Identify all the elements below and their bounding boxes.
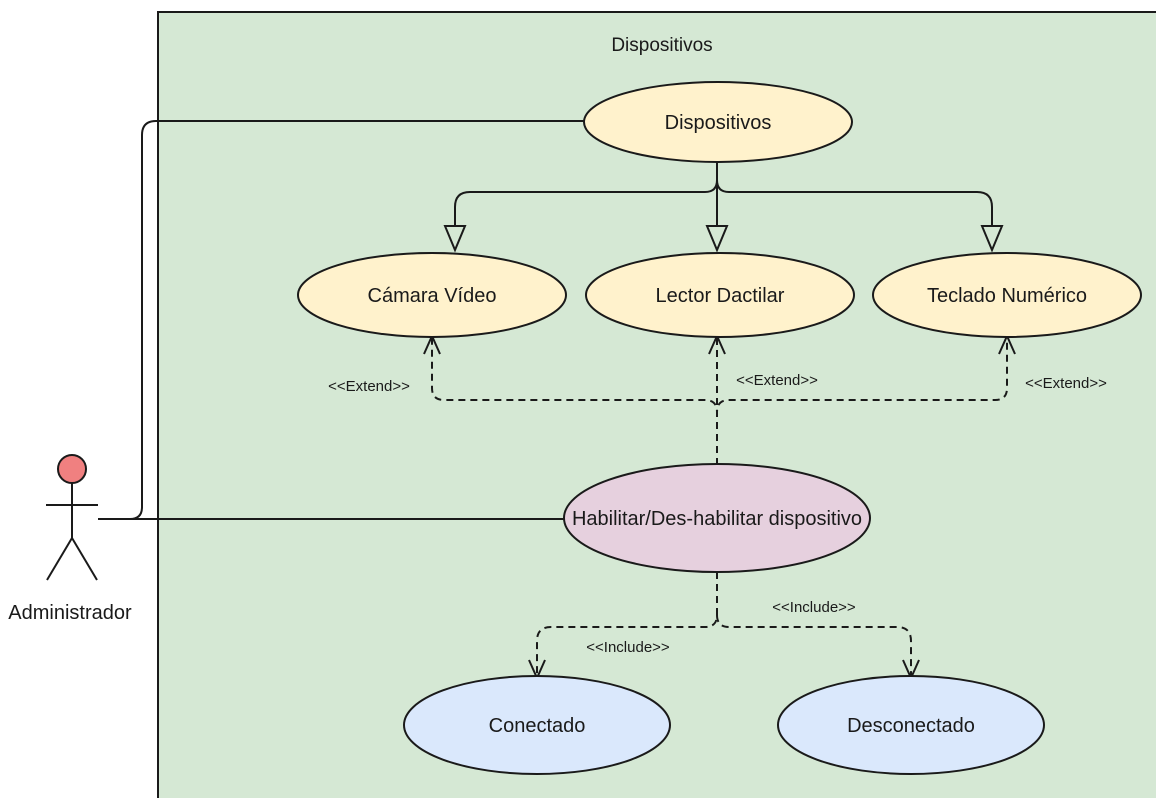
use-case-lector-dactilar: Lector Dactilar [585, 252, 855, 338]
actor-left-leg [46, 537, 73, 581]
actor-head [57, 454, 87, 484]
include-edges [536, 572, 912, 676]
use-case-lector-dactilar-label: Lector Dactilar [656, 285, 785, 307]
actor-administrador: Administrador [8, 454, 132, 624]
generalization-edges [454, 162, 993, 226]
generalization-arrow-lector [705, 225, 729, 253]
use-case-teclado-numerico-label: Teclado Numérico [927, 285, 1087, 307]
use-case-camara-video-label: Cámara Vídeo [368, 285, 497, 307]
extend-edges [431, 338, 1008, 465]
use-case-habilitar: Habilitar/Des-habilitar dispositivo [563, 463, 871, 573]
use-case-habilitar-label: Habilitar/Des-habilitar dispositivo [572, 508, 862, 530]
include-label-left: <<Include>> [586, 639, 670, 656]
actor-right-leg [71, 537, 98, 581]
system-title: Dispositivos [611, 35, 712, 56]
extend-label-lector: <<Extend>> [736, 372, 818, 389]
extend-label-teclado: <<Extend>> [1025, 375, 1107, 392]
generalization-arrow-teclado [980, 225, 1004, 253]
generalization-arrow-camara [443, 225, 467, 253]
use-case-desconectado-label: Desconectado [847, 715, 975, 737]
use-case-camara-video: Cámara Vídeo [297, 252, 567, 338]
use-case-conectado-label: Conectado [489, 715, 586, 737]
include-label-right: <<Include>> [772, 599, 856, 616]
use-case-teclado-numerico: Teclado Numérico [872, 252, 1142, 338]
use-case-dispositivos-label: Dispositivos [665, 112, 772, 134]
actor-label: Administrador [8, 602, 132, 624]
use-case-conectado: Conectado [403, 675, 671, 775]
use-case-dispositivos: Dispositivos [583, 81, 853, 163]
use-case-desconectado: Desconectado [777, 675, 1045, 775]
extend-label-camara: <<Extend>> [328, 378, 410, 395]
generalization-arrowheads [443, 225, 1004, 253]
